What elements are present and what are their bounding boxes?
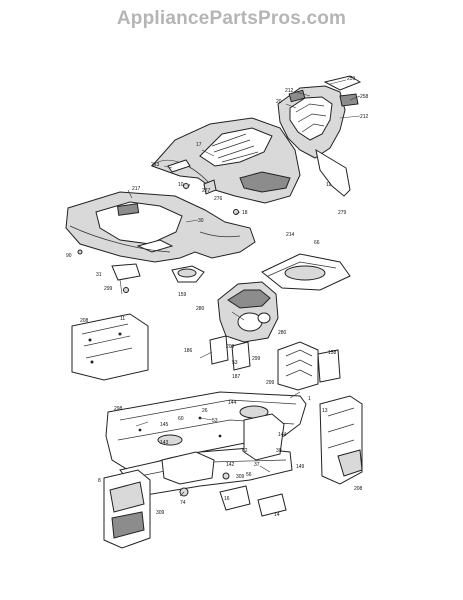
callout-212: 212 xyxy=(285,88,294,94)
callout-11: 11 xyxy=(326,182,331,188)
callout-145: 145 xyxy=(160,422,169,428)
callout-186: 186 xyxy=(184,348,193,354)
callout-144: 144 xyxy=(228,400,237,406)
callout-258: 258 xyxy=(360,94,369,100)
callout-62: 62 xyxy=(242,448,248,454)
callout-74: 74 xyxy=(180,500,186,506)
callout-259: 259 xyxy=(347,76,356,82)
watermark-title: AppliancePartsPros.com xyxy=(116,8,347,29)
left-side-panel-part[interactable] xyxy=(71,313,149,381)
callout-10: 10 xyxy=(178,182,184,188)
callout-142: 142 xyxy=(226,462,235,468)
callout-212b: 212 xyxy=(360,114,369,120)
callout-299: 299 xyxy=(104,286,113,292)
callout-299c: 299 xyxy=(266,380,275,386)
callout-299b: 299 xyxy=(252,356,261,362)
callout-90: 90 xyxy=(66,253,72,259)
bracket-small-part[interactable] xyxy=(219,485,287,517)
callout-159: 159 xyxy=(178,292,187,298)
callout-213: 213 xyxy=(151,162,160,168)
callout-149: 149 xyxy=(296,464,305,470)
callout-309b: 309 xyxy=(156,510,165,516)
callout-209: 209 xyxy=(226,344,235,350)
seat-pan-part[interactable] xyxy=(261,253,351,291)
callout-276: 276 xyxy=(214,196,223,202)
callout-187: 187 xyxy=(232,374,241,380)
callout-143: 143 xyxy=(160,440,169,446)
callout-214: 214 xyxy=(286,232,295,238)
callout-8: 8 xyxy=(98,478,101,484)
main-frame-part[interactable] xyxy=(105,391,307,471)
callout-66: 66 xyxy=(314,240,320,246)
console-bracket-part[interactable] xyxy=(209,335,251,371)
side-bracket-part[interactable] xyxy=(317,349,341,383)
cup-holder-part[interactable] xyxy=(171,265,205,283)
callout-26: 26 xyxy=(202,408,208,414)
callout-30b: 30 xyxy=(276,448,282,454)
hood-hinge-part[interactable] xyxy=(167,159,217,195)
callout-14: 14 xyxy=(274,512,280,518)
callout-280b: 280 xyxy=(278,330,287,336)
callout-279: 279 xyxy=(338,210,347,216)
callout-277: 277 xyxy=(202,188,211,194)
callout-13: 13 xyxy=(322,408,328,414)
hood-part[interactable] xyxy=(151,117,301,204)
callout-298: 298 xyxy=(114,406,123,412)
callout-18: 18 xyxy=(242,210,248,216)
callout-20: 20 xyxy=(276,99,282,105)
front-axle-part[interactable] xyxy=(243,413,285,461)
callout-309: 309 xyxy=(236,474,245,480)
callout-280: 280 xyxy=(196,306,205,312)
callout-1: 1 xyxy=(308,396,311,402)
right-side-panel-part[interactable] xyxy=(319,395,363,485)
callout-144b: 144 xyxy=(278,432,287,438)
callout-labels: 259 212 258 20 212 17 213 10 277 217 276… xyxy=(66,76,369,518)
fender-part[interactable] xyxy=(65,191,256,263)
battery-tray-part[interactable] xyxy=(161,451,215,485)
callout-208b: 208 xyxy=(354,486,363,492)
dash-support-part[interactable] xyxy=(277,341,319,391)
leader-lines xyxy=(127,79,361,497)
callout-11b: 11 xyxy=(120,316,125,322)
fender-bracket-part[interactable] xyxy=(111,263,141,295)
steering-console-part[interactable] xyxy=(217,281,279,343)
callout-37: 37 xyxy=(254,462,260,468)
dash-bracket-part[interactable] xyxy=(315,75,362,197)
callout-208: 208 xyxy=(80,318,89,324)
callout-17: 17 xyxy=(196,142,202,148)
callout-53b: 53 xyxy=(212,418,218,424)
callout-31: 31 xyxy=(96,272,102,278)
callout-16: 16 xyxy=(224,496,230,502)
front-grille-part[interactable] xyxy=(103,469,151,549)
callout-30: 30 xyxy=(198,218,204,224)
callout-158: 158 xyxy=(328,350,337,356)
callout-53: 53 xyxy=(232,360,238,366)
callout-60: 60 xyxy=(178,416,184,422)
callout-56: 56 xyxy=(246,472,252,478)
callout-217: 217 xyxy=(132,186,141,192)
